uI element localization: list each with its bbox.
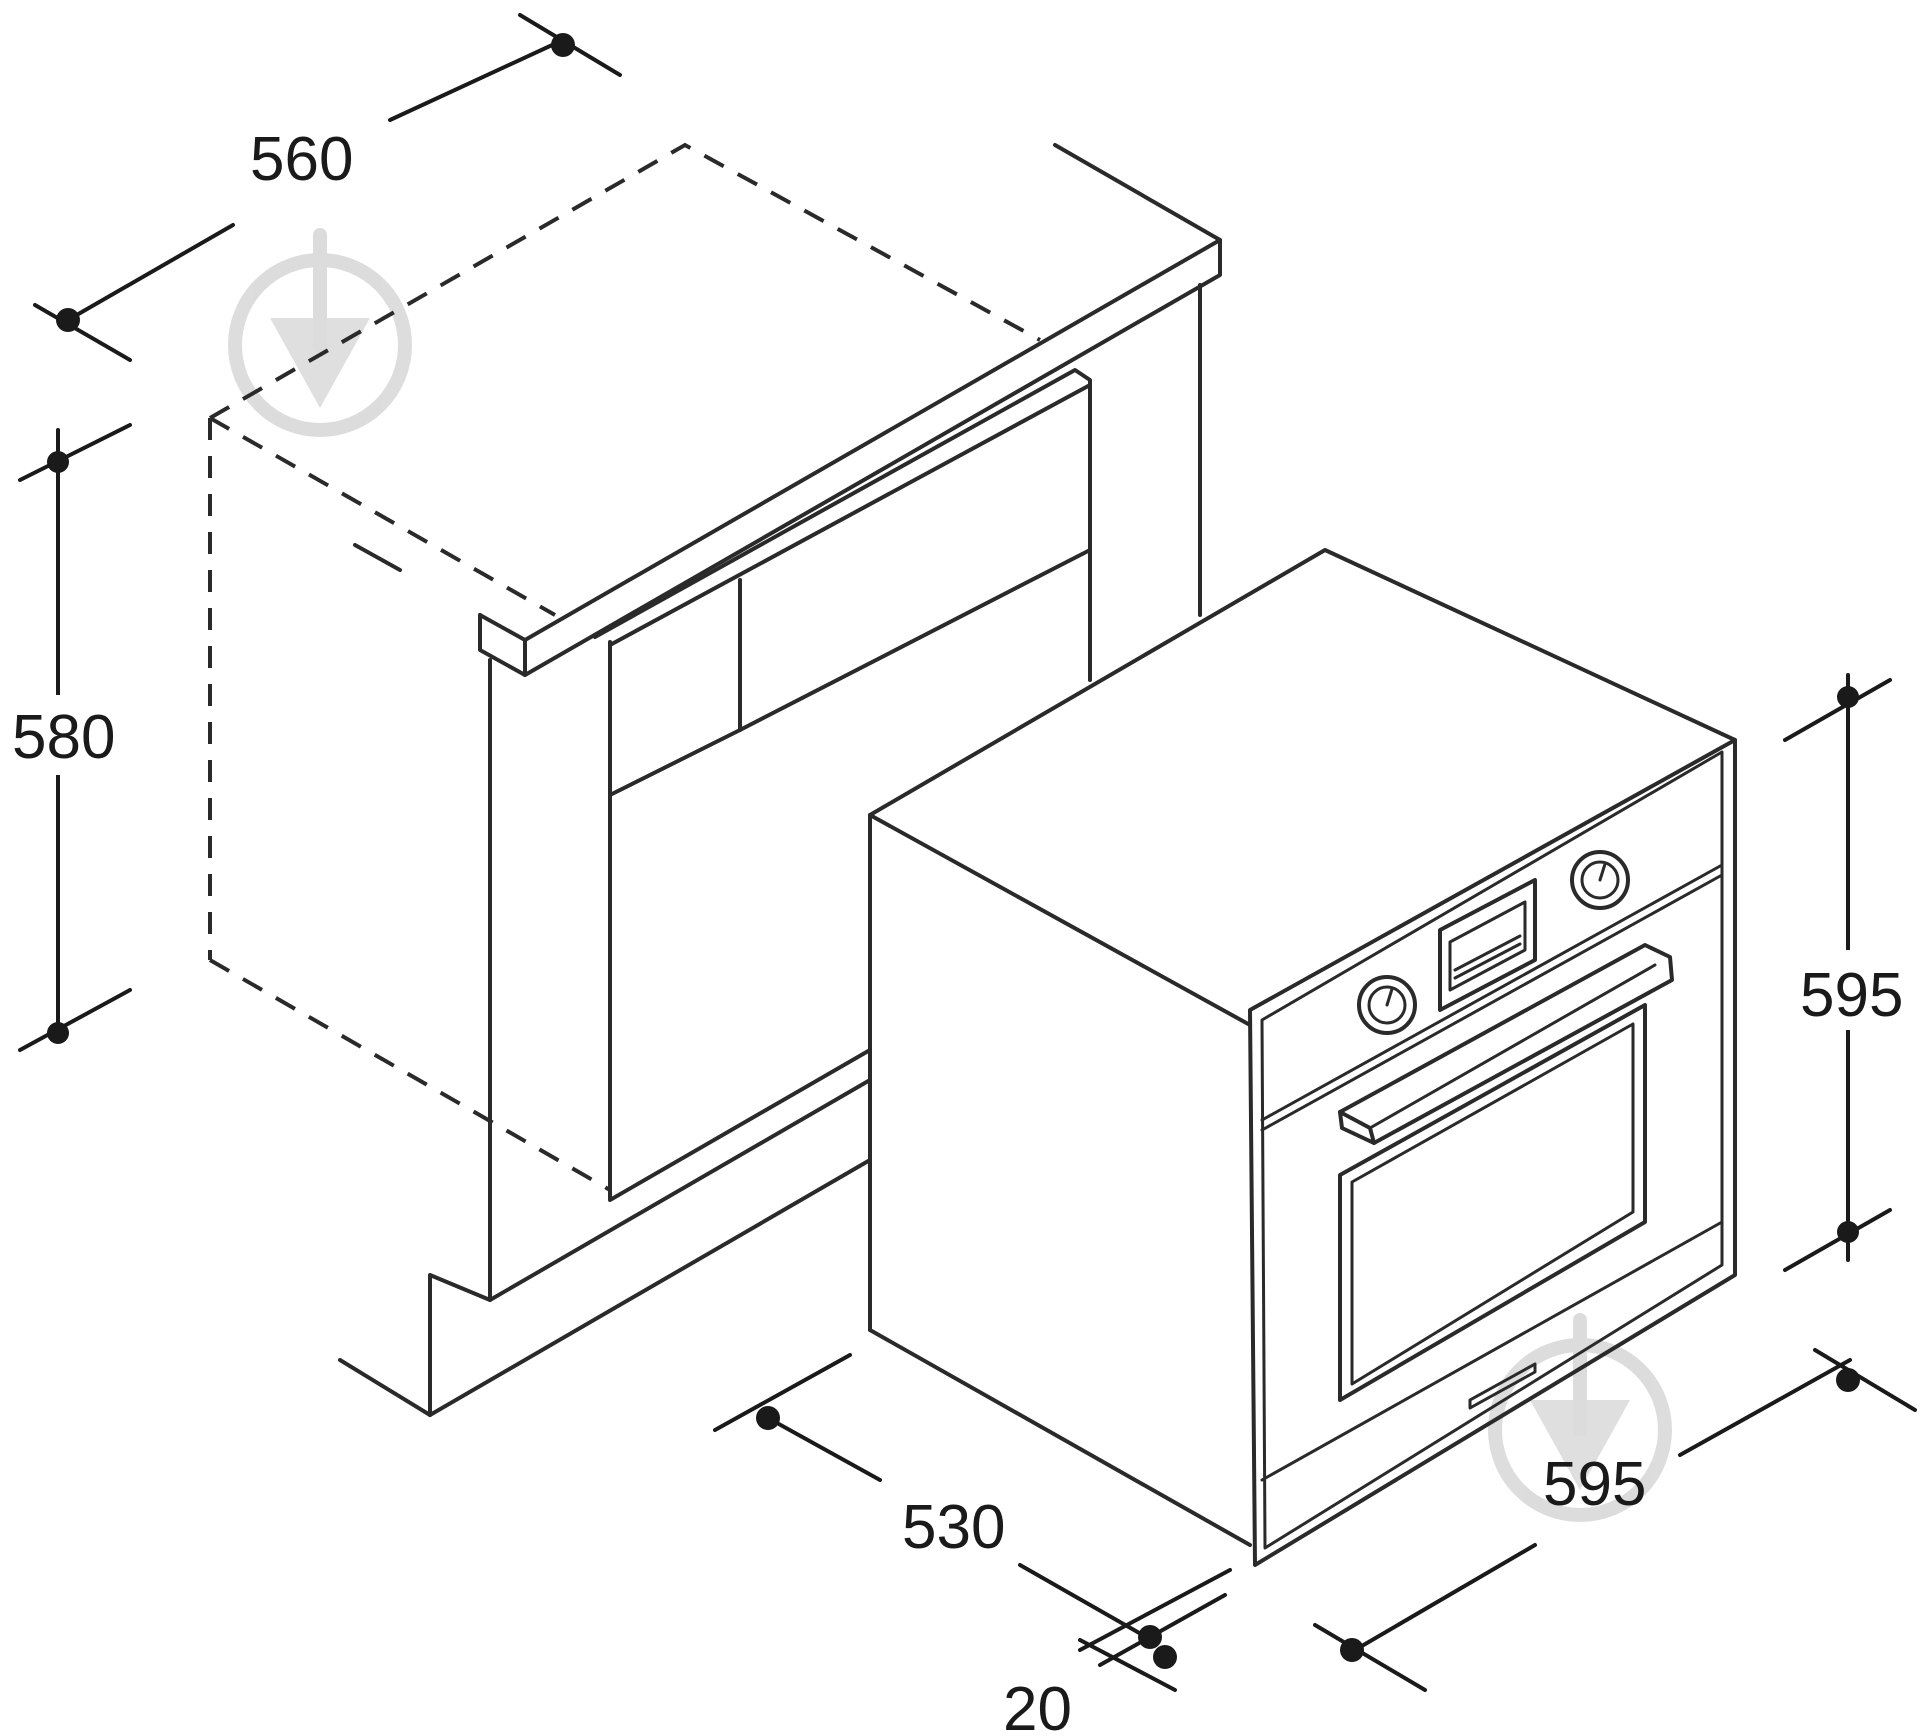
oven-height-label: 595	[1800, 961, 1903, 1030]
dimension-oven-width: 595	[1313, 1348, 1917, 1692]
oven-depth-label: 530	[902, 1493, 1005, 1562]
oven-knob-left	[1357, 975, 1417, 1035]
dimension-niche-width: 560	[33, 13, 622, 362]
niche-height-label: 580	[12, 703, 115, 772]
oven-door-handle	[1338, 943, 1674, 1145]
dimension-niche-height: 580	[10, 423, 132, 1052]
front-panel-label: 20	[1003, 1675, 1072, 1736]
oven	[868, 548, 1737, 1567]
dimension-oven-height: 595	[1783, 673, 1920, 1272]
cabinet-niche-outline	[208, 142, 1041, 1192]
cabinet-body	[338, 283, 1202, 1417]
countertop	[478, 143, 1222, 677]
oven-bottom-vent	[1468, 1362, 1537, 1410]
dimension-oven-depth: 530	[713, 1353, 1150, 1640]
watermark-icon-2	[1488, 1313, 1672, 1522]
niche-width-label: 560	[250, 125, 353, 194]
oven-width-label: 595	[1543, 1450, 1646, 1519]
oven-door-window	[1338, 1003, 1647, 1402]
oven-display	[1438, 878, 1537, 1012]
watermark-icon	[228, 228, 412, 437]
dimension-front-panel: 20	[1003, 1568, 1232, 1736]
oven-knob-right	[1570, 850, 1630, 910]
